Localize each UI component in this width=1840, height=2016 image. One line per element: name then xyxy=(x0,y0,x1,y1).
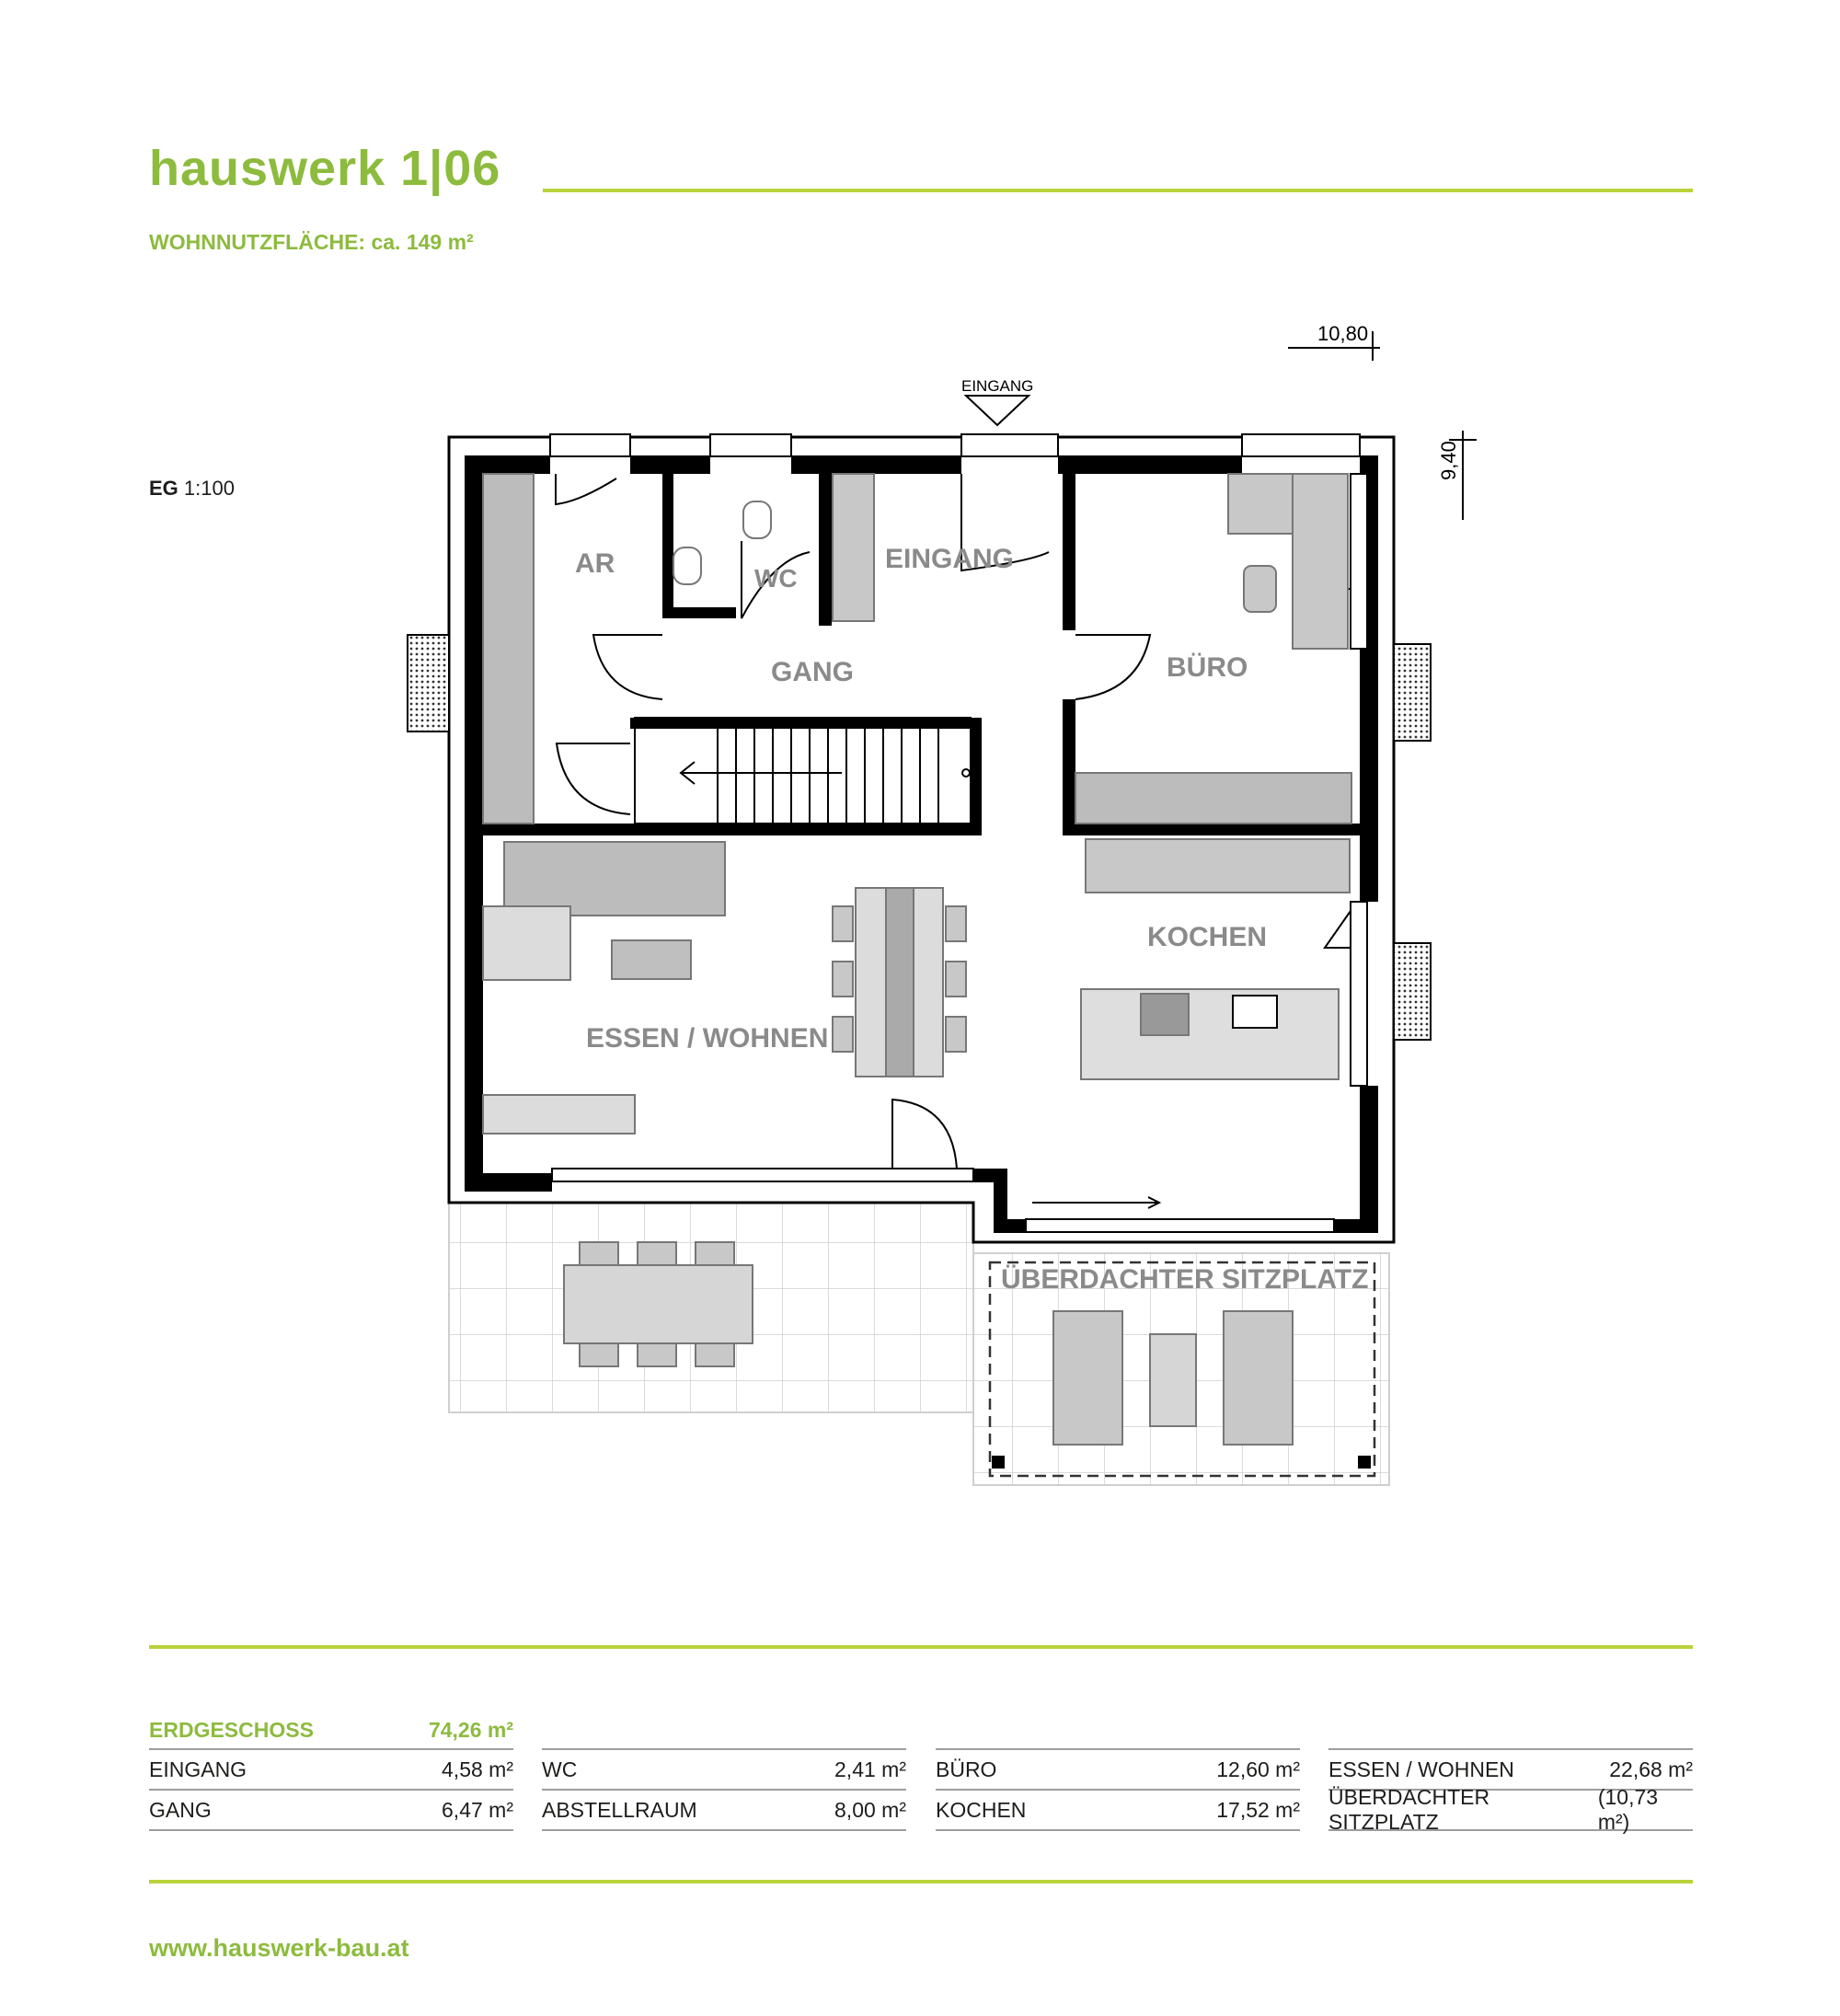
area-row: KOCHEN 17,52 m² xyxy=(936,1791,1300,1831)
area-column: BÜRO 12,60 m² KOCHEN 17,52 m² xyxy=(936,1748,1300,1831)
room-name: EINGANG xyxy=(149,1757,247,1781)
interior-walls xyxy=(483,474,1360,835)
area-column: EINGANG 4,58 m² GANG 6,47 m² xyxy=(149,1748,513,1831)
area-row: ÜBERDACHTER SITZPLATZ (10,73 m²) xyxy=(1328,1785,1693,1834)
dimension-depth: 9,40 xyxy=(1437,441,1460,480)
area-row: ESSEN / WOHNEN 22,68 m² xyxy=(1328,1750,1693,1791)
room-area: (10,73 m²) xyxy=(1597,1785,1659,1834)
staircase xyxy=(634,717,972,824)
floor-plan: 10,80 9,40 EINGANG AR WC EINGANG GANG BÜ… xyxy=(407,322,1477,1486)
room-label-ar: AR xyxy=(575,548,615,579)
area-row: GANG 6,47 m² xyxy=(149,1791,513,1831)
area-row: BÜRO 12,60 m² xyxy=(936,1750,1300,1791)
room-name: WC xyxy=(542,1757,578,1781)
furniture xyxy=(482,473,1352,1446)
room-label-eingang: EINGANG xyxy=(885,544,1014,574)
table-top-rule xyxy=(149,1645,1693,1649)
room-name: ABSTELLRAUM xyxy=(542,1797,697,1822)
room-name: KOCHEN xyxy=(936,1797,1027,1822)
room-name: BÜRO xyxy=(936,1757,997,1781)
room-area: 17,52 m² xyxy=(1216,1797,1300,1822)
room-label-buero: BÜRO xyxy=(1167,652,1248,683)
floor-total: 74,26 m² xyxy=(428,1717,513,1742)
roof-outline xyxy=(988,1261,1376,1478)
area-column: ESSEN / WOHNEN 22,68 m² ÜBERDACHTER SITZP… xyxy=(1328,1748,1693,1834)
room-name: ESSEN / WOHNEN xyxy=(1328,1757,1514,1781)
table-bottom-rule xyxy=(149,1880,1693,1884)
room-area: 12,60 m² xyxy=(1216,1757,1300,1781)
living-area-label: WOHNNUTZFLÄCHE: ca. 149 m² xyxy=(149,230,474,254)
room-label-sitzplatz: ÜBERDACHTER SITZPLATZ xyxy=(1001,1264,1368,1295)
area-column: WC 2,41 m² ABSTELLRAUM 8,00 m² xyxy=(542,1748,906,1831)
outer-outline xyxy=(447,435,1396,1244)
title-rule xyxy=(543,189,1693,192)
room-label-essen-wohnen: ESSEN / WOHNEN xyxy=(586,1023,828,1054)
scale-label: EG 1:100 xyxy=(149,477,235,501)
area-row: WC 2,41 m² xyxy=(542,1750,906,1791)
page-title: hauswerk 1|06 xyxy=(149,141,501,196)
website-link[interactable]: www.hauswerk-bau.at xyxy=(149,1934,409,1962)
room-label-kochen: KOCHEN xyxy=(1147,922,1267,952)
room-area: 6,47 m² xyxy=(442,1797,513,1822)
area-row: ABSTELLRAUM 8,00 m² xyxy=(542,1791,906,1831)
area-row: EINGANG 4,58 m² xyxy=(149,1750,513,1791)
room-area: 22,68 m² xyxy=(1609,1757,1693,1781)
floor-code: EG xyxy=(149,477,178,500)
room-name: ÜBERDACHTER SITZPLATZ xyxy=(1328,1785,1490,1834)
room-area: 8,00 m² xyxy=(834,1797,906,1822)
room-label-wc: WC xyxy=(754,564,798,593)
scale-ratio: 1:100 xyxy=(183,477,235,500)
room-name: GANG xyxy=(149,1797,212,1822)
area-table-header: ERDGESCHOSS 74,26 m² xyxy=(149,1711,513,1750)
entrance-marker: EINGANG xyxy=(961,377,1033,395)
dimension-width: 10,80 xyxy=(1317,322,1368,345)
floor-name: ERDGESCHOSS xyxy=(149,1717,314,1742)
room-area: 4,58 m² xyxy=(442,1757,513,1781)
room-label-gang: GANG xyxy=(771,657,854,687)
room-area: 2,41 m² xyxy=(834,1757,906,1781)
